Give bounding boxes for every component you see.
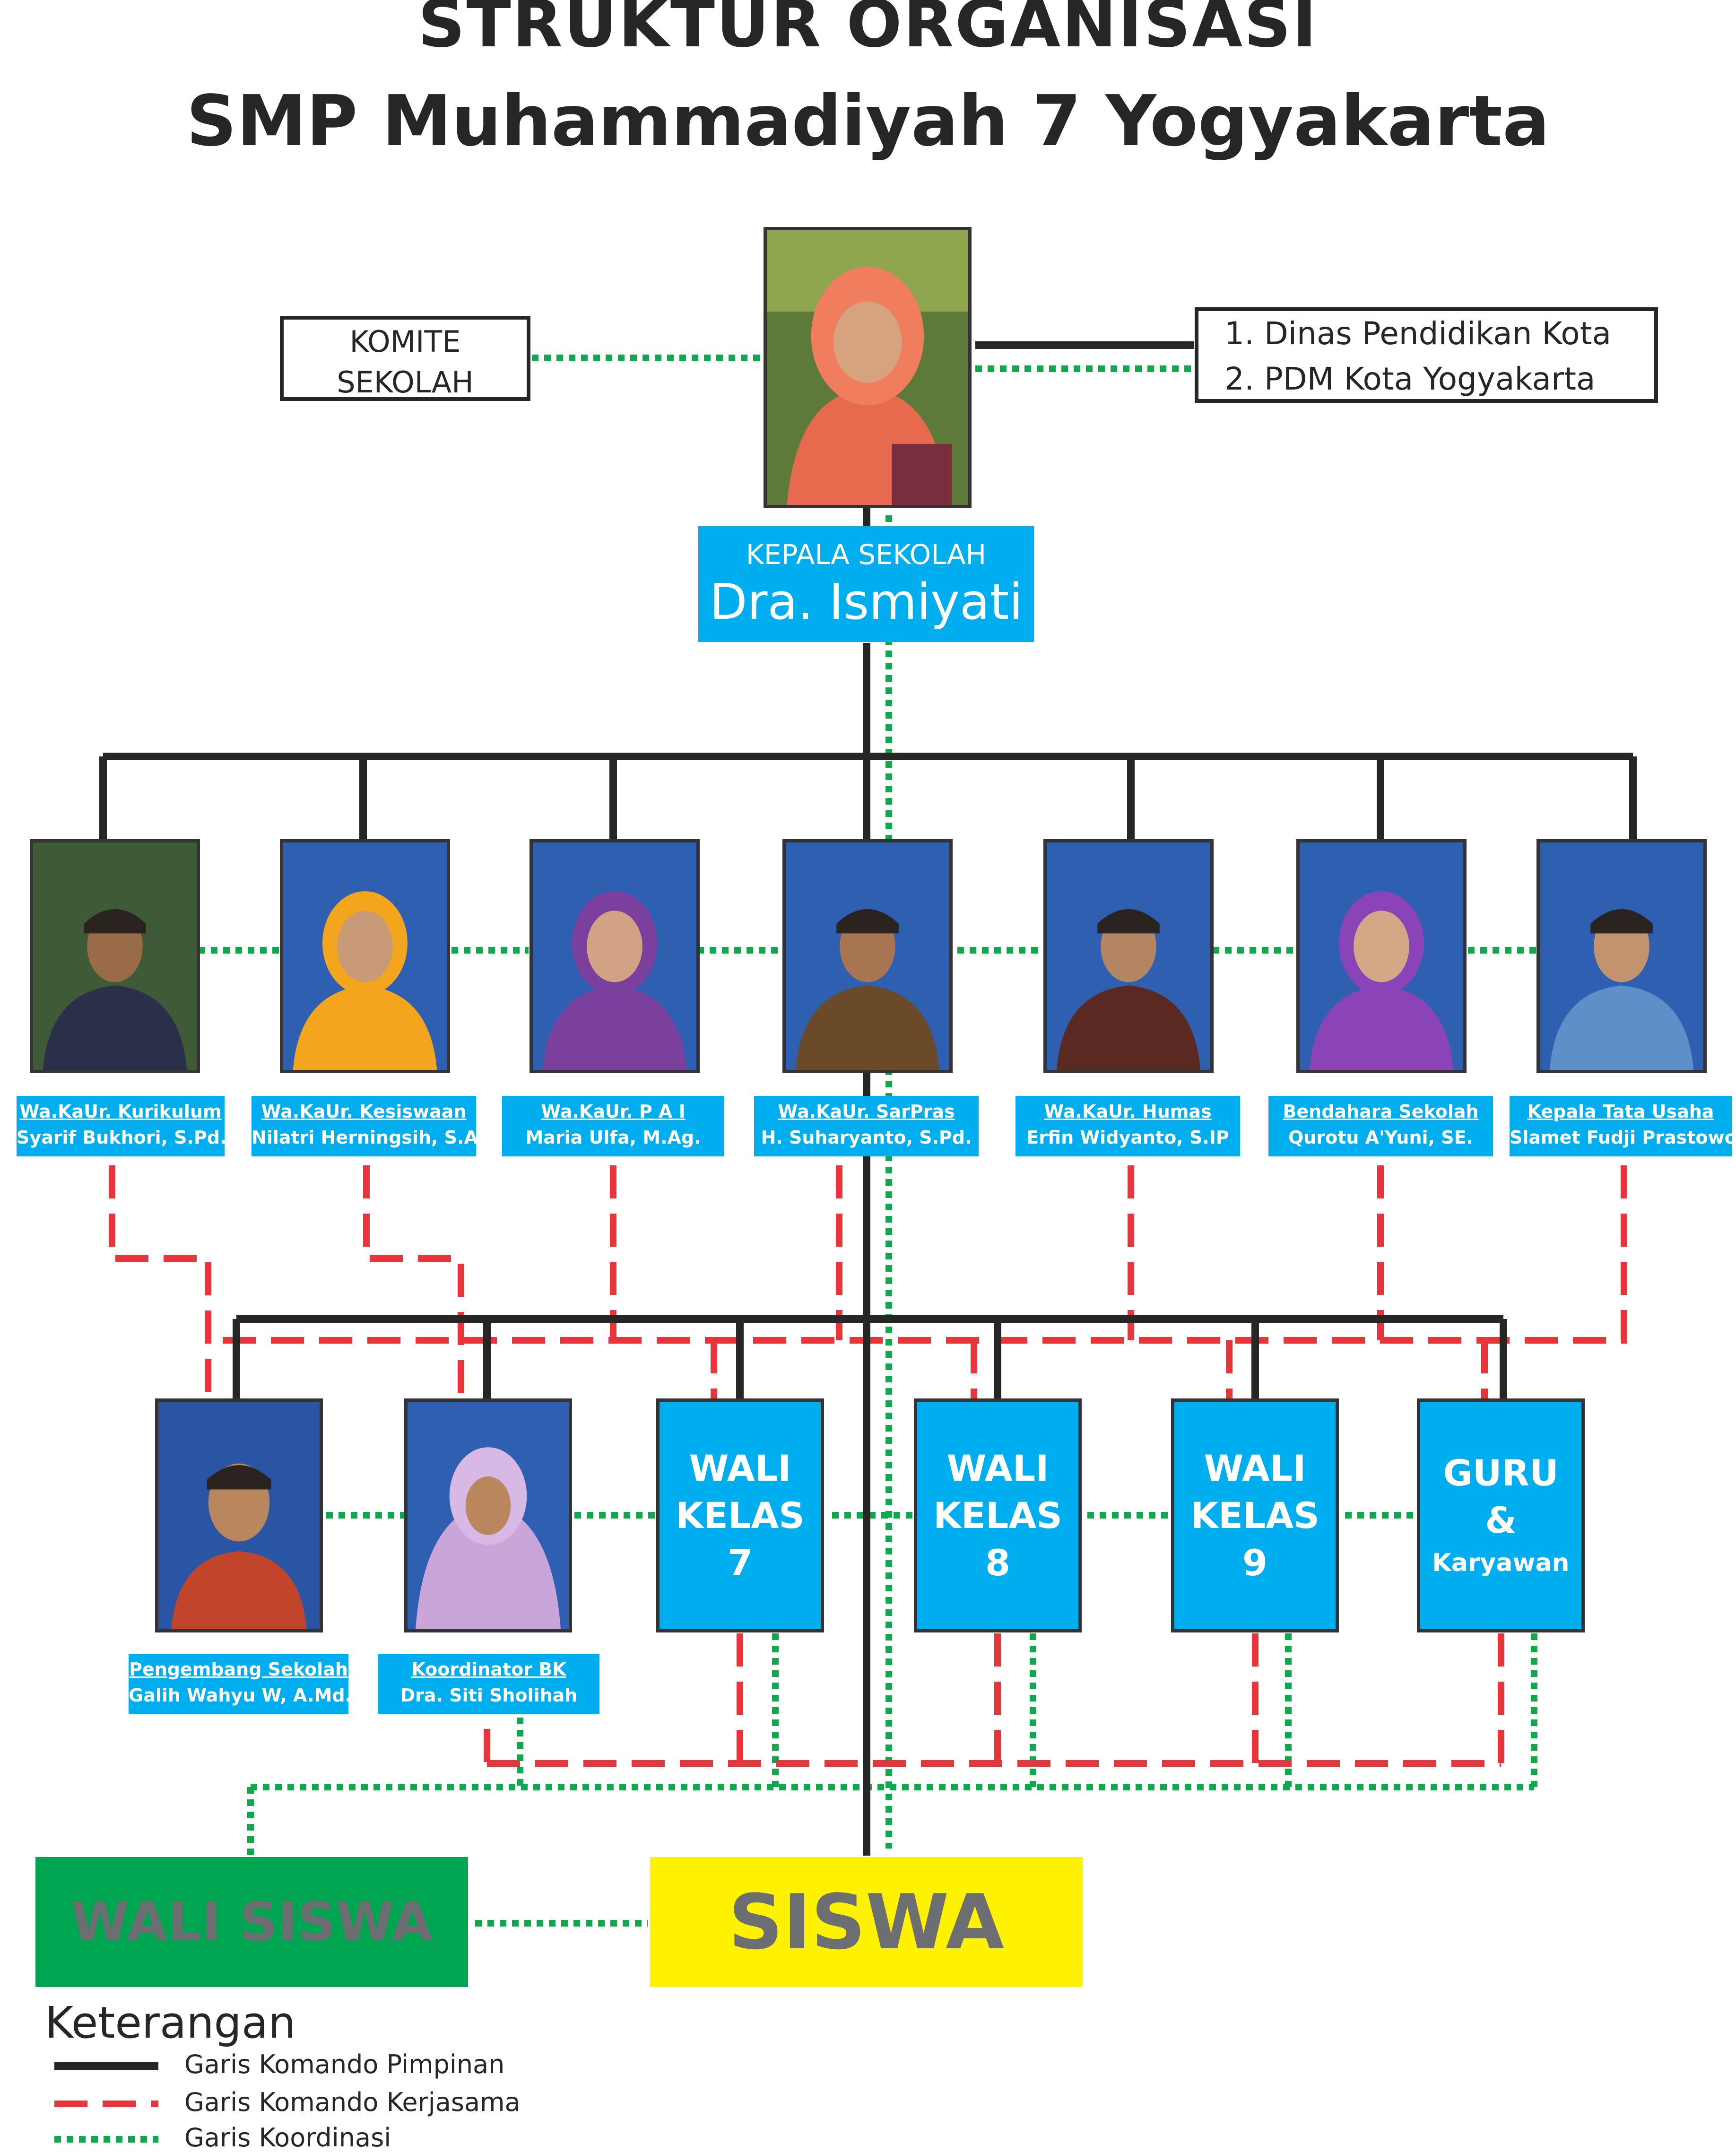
head-name: Dra. Ismiyati [709,573,1023,631]
staff-photo-7 [1536,839,1707,1073]
staff-role-4: Wa.KaUr. SarPras [778,1101,955,1122]
staff-name-2: Nilatri Herningsih, S.Ag [252,1127,491,1148]
wali8-line3: 8 [985,1541,1010,1584]
legend-title: Keterangan [45,1997,296,2048]
legend-item-coordination: Garis Koordinasi [184,2123,391,2153]
staff-role-3: Wa.KaUr. P A I [541,1101,686,1122]
lower-photo-bk [404,1398,572,1632]
external-line2: 2. PDM Kota Yogyakarta [1224,361,1596,397]
legend-item-cooperation: Garis Komando Kerjasama [184,2087,521,2117]
komite-sekolah-box: KOMITE SEKOLAH [280,316,530,401]
staff-name-1: Syarif Bukhori, S.Pd. [17,1127,227,1148]
caption-bk: Koordinator BK Dra. Siti Sholihah [378,1654,599,1714]
siswa-box: SISWA [650,1857,1083,1987]
staff-role-6: Bendahara Sekolah [1283,1101,1479,1122]
legend-item-command: Garis Komando Pimpinan [184,2049,505,2079]
staff-name-4: H. Suharyanto, S.Pd. [761,1127,972,1148]
caption-pengembang: Pengembang Sekolah Galih Wahyu W, A.Md. [129,1654,352,1714]
external-institutions-box: 1. Dinas Pendidikan Kota 2. PDM Kota Yog… [1195,307,1658,403]
staff-role-2: Wa.KaUr. Kesiswaan [261,1101,467,1122]
guru-line2: & [1485,1499,1517,1541]
staff-caption-4: Wa.KaUr. SarPras H. Suharyanto, S.Pd. [754,1096,979,1156]
head-caption: KEPALA SEKOLAH Dra. Ismiyati [698,526,1034,642]
wali-siswa-box: WALI SISWA [35,1857,468,1987]
staff-photo-5 [1043,839,1214,1073]
wali8-line1: WALI [946,1447,1049,1489]
name-bk: Dra. Siti Sholihah [400,1685,578,1706]
guru-line3: Karyawan [1432,1548,1570,1577]
wali-kelas-7-box: WALI KELAS 7 [656,1398,824,1632]
wali8-line2: KELAS [933,1494,1062,1537]
wali9-line3: 9 [1242,1541,1267,1584]
chart-subtitle: SMP Muhammadiyah 7 Yogyakarta [186,80,1550,162]
staff-photo-4 [782,839,953,1073]
wali7-line1: WALI [689,1447,791,1489]
wali-kelas-9-box: WALI KELAS 9 [1171,1398,1339,1632]
wali-kelas-8-box: WALI KELAS 8 [914,1398,1082,1632]
guru-line1: GURU [1443,1451,1559,1494]
staff-name-6: Qurotu A'Yuni, SE. [1288,1127,1473,1148]
staff-caption-3: Wa.KaUr. P A I Maria Ulfa, M.Ag. [502,1096,724,1156]
staff-photo-6 [1296,839,1467,1073]
cooperation-lines [54,1165,1627,2107]
wali9-line2: KELAS [1190,1494,1319,1537]
head-role: KEPALA SEKOLAH [746,538,987,571]
staff-role-5: Wa.KaUr. Humas [1044,1101,1212,1122]
role-bk: Koordinator BK [411,1659,566,1680]
staff-role-7: Kepala Tata Usaha [1527,1101,1714,1122]
role-pengembang: Pengembang Sekolah [129,1659,348,1680]
lower-photo-pengembang [155,1398,323,1632]
staff-photo-3 [529,839,700,1073]
name-pengembang: Galih Wahyu W, A.Md. [129,1685,352,1706]
staff-photo-2 [280,839,450,1073]
staff-role-1: Wa.KaUr. Kurikulum [19,1101,222,1122]
staff-name-7: Slamet Fudji Prastowo [1510,1127,1736,1148]
komite-line2: SEKOLAH [337,365,474,399]
head-photo [764,227,972,508]
staff-name-3: Maria Ulfa, M.Ag. [525,1127,701,1148]
wali7-line2: KELAS [676,1494,805,1537]
staff-name-5: Erfin Widyanto, S.IP [1026,1127,1229,1148]
guru-karyawan-box: GURU & Karyawan [1417,1398,1585,1632]
staff-photo-1 [30,839,200,1073]
chart-title: STRUKTUR ORGANISASI [418,0,1318,62]
wali7-line3: 7 [728,1541,753,1584]
external-line1: 1. Dinas Pendidikan Kota [1224,315,1612,352]
wali9-line1: WALI [1204,1447,1306,1489]
komite-line1: KOMITE [349,324,461,359]
